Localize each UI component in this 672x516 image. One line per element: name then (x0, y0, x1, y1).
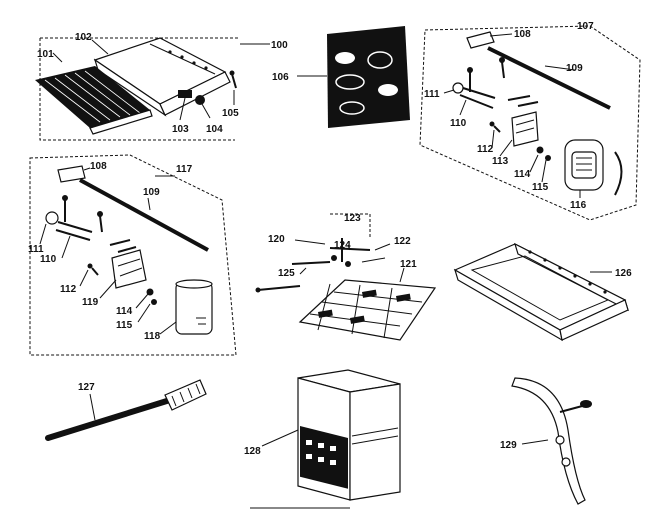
callout-118: 118 (144, 331, 161, 342)
screw-105 (231, 73, 237, 89)
spit-forks-110b (45, 195, 137, 253)
callout-111b: 111 (28, 244, 44, 255)
spit-handle-108b (57, 165, 86, 183)
assembly-117: 108 117 109 111 110 112 119 114 115 118 (28, 154, 237, 356)
callout-121: 121 (400, 259, 417, 270)
package-box-128: 128 (244, 369, 401, 501)
assembly-100: 101 102 103 104 105 100 (35, 32, 288, 141)
callout-126: 126 (615, 268, 632, 279)
spit-rod-109a (487, 46, 611, 110)
callout-114b: 114 (116, 306, 133, 317)
callout-102: 102 (75, 32, 92, 43)
callout-103: 103 (172, 124, 189, 135)
assembly-120: 120 123 124 122 121 125 (255, 213, 437, 341)
motor-bracket-113 (511, 111, 539, 147)
callout-120: 120 (268, 234, 285, 245)
callout-115a: 115 (532, 182, 549, 193)
knob-104 (195, 95, 205, 105)
callout-114a: 114 (514, 169, 531, 180)
callout-124: 124 (334, 240, 351, 251)
grill-tray-121 (298, 279, 437, 341)
callout-116: 116 (570, 200, 587, 211)
callout-113: 113 (492, 156, 509, 167)
callout-110a: 110 (450, 118, 467, 129)
callout-128: 128 (244, 446, 261, 457)
motor-bracket-119 (111, 249, 147, 289)
callout-108a: 108 (514, 29, 531, 40)
callout-112b: 112 (60, 284, 77, 295)
drip-tray-126: 126 (453, 242, 632, 342)
callout-123: 123 (344, 213, 361, 224)
spit-handle-108a (466, 31, 495, 49)
callout-125: 125 (278, 268, 295, 279)
callout-110b: 110 (40, 254, 57, 265)
callout-108b: 108 (90, 161, 107, 172)
callout-115b: 115 (116, 320, 133, 331)
spit-forks-110a (452, 57, 539, 109)
callout-129: 129 (500, 440, 517, 451)
callout-100: 100 (271, 40, 288, 51)
broiler-grid-101 (35, 66, 153, 135)
callout-111a: 111 (424, 89, 440, 100)
callout-105: 105 (222, 108, 239, 119)
callout-127: 127 (78, 382, 95, 393)
broiler-pan-102 (93, 37, 231, 117)
spit-fork-129: 129 (500, 377, 592, 505)
callout-122: 122 (394, 236, 411, 247)
booklet-106: 106 (272, 26, 410, 128)
callout-117: 117 (176, 164, 193, 175)
assembly-107: 108 107 109 111 110 112 113 114 115 116 (419, 21, 641, 221)
callout-109a: 109 (566, 63, 583, 74)
callout-107: 107 (577, 21, 594, 32)
callout-101: 101 (37, 49, 54, 60)
rotisserie-motor-116 (564, 139, 623, 196)
handle-103 (178, 90, 192, 98)
callout-119: 119 (82, 297, 99, 308)
callout-106: 106 (272, 72, 289, 83)
motor-box-118 (175, 279, 213, 335)
callout-112a: 112 (477, 144, 494, 155)
callout-109b: 109 (143, 187, 160, 198)
callout-104: 104 (206, 124, 223, 135)
cleaning-brush-127: 127 (45, 379, 207, 441)
spit-rod-109b (79, 178, 209, 252)
